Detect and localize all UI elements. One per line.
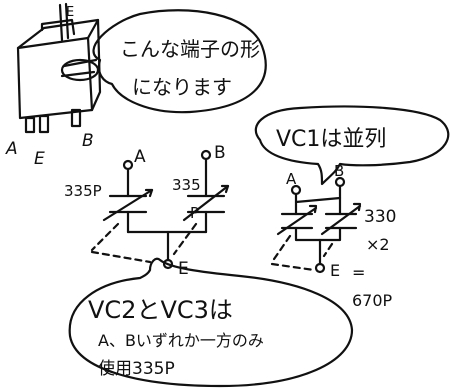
bubble-bottom-line1: VC2とVC3は [88, 296, 233, 324]
center-terminal-b-label: B [214, 143, 226, 163]
center-terminal-a-label: A [134, 147, 146, 167]
center-value-left-label: 335P [64, 182, 102, 200]
variable-capacitor-device [16, 2, 102, 134]
right-terminal-b-label: B [334, 162, 344, 180]
center-p-label: P [190, 204, 199, 222]
center-value-right-label: 335 [172, 176, 201, 194]
bubble-bottom-line3: 使用335P [98, 358, 175, 379]
device-terminal-middle-label: E [34, 149, 45, 169]
device-terminal-top-label: E [66, 5, 74, 20]
right-circuit [270, 176, 362, 274]
bubble-bottom-line2: A、Bいずれか一方のみ [98, 331, 264, 350]
device-terminal-right-label: B [82, 131, 94, 151]
right-value-label: 330 [364, 207, 396, 227]
right-terminal-a-label: A [286, 170, 297, 188]
bubble-shape-line1: こんな端子の形 [120, 37, 260, 61]
bubble-parallel-outline [254, 105, 450, 186]
bubble-parallel-text: VC1は並列 [276, 127, 386, 152]
center-circuit [90, 149, 230, 270]
bubble-shape-line2: になります [132, 75, 232, 99]
right-terminal-e-label: E [330, 261, 340, 280]
right-equals-label: = [352, 263, 365, 282]
device-terminal-left-label: A [5, 139, 18, 159]
center-terminal-e-label: E [178, 259, 189, 279]
bubble-bottom-outline [68, 257, 354, 388]
right-multiplier-label: ×2 [366, 235, 390, 254]
right-total-label: 670P [352, 291, 393, 310]
bubble-shape-outline [92, 9, 267, 114]
